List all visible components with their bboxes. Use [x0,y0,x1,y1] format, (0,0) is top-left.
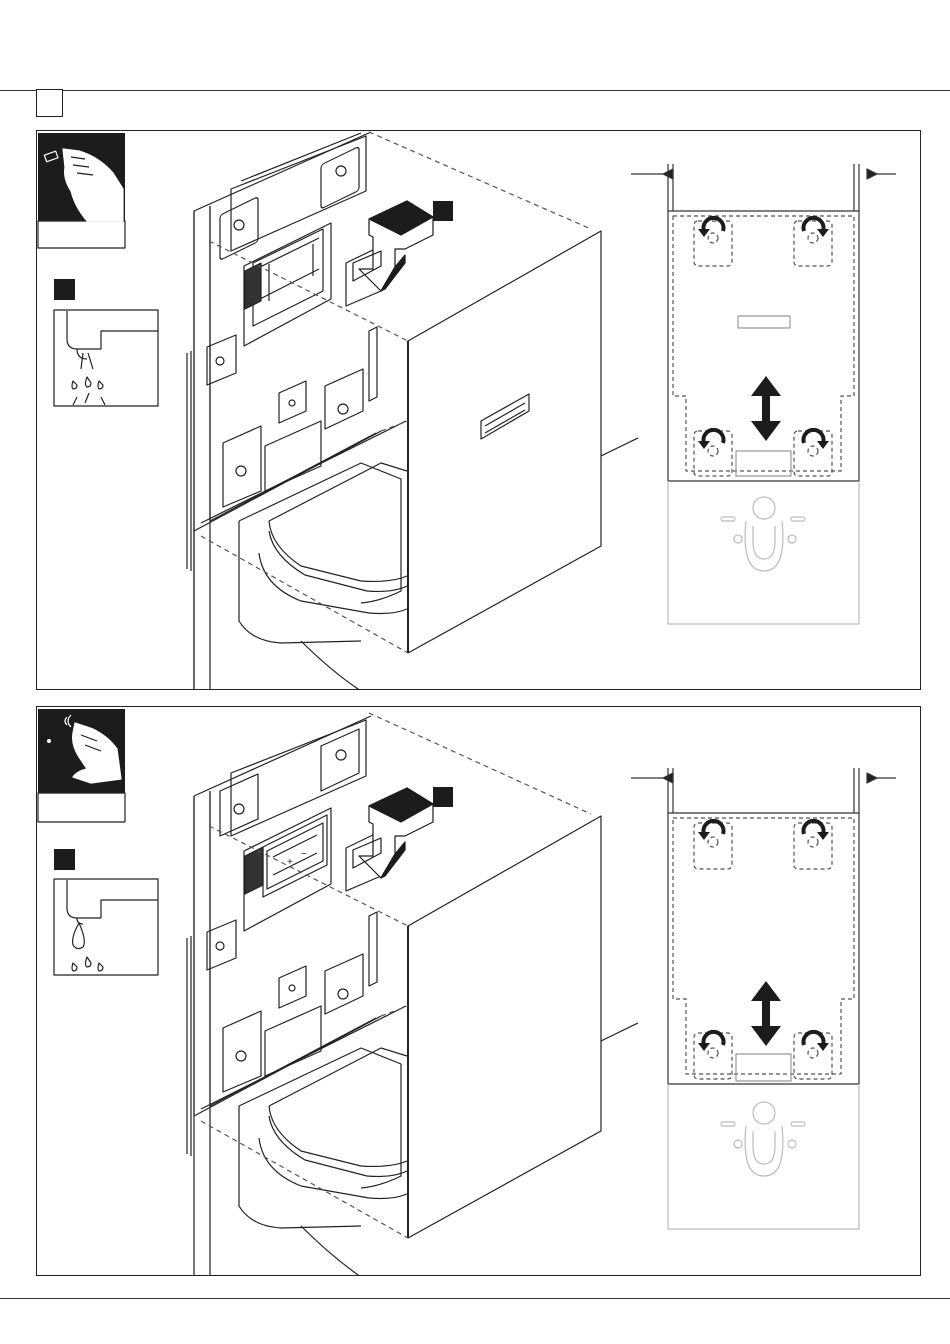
double-arrow-icon [751,981,781,1046]
step-number-box [36,89,63,117]
installation-illustration-2: + − [37,707,921,1276]
illustration-panel-2: + − [36,706,921,1276]
water-drops-icon [54,310,158,406]
illustration-panel-1 [36,130,921,690]
hand-wave-sensor-icon [38,709,125,822]
step-badge-b [433,787,453,807]
step-badge-a [54,279,75,300]
top-rule [0,90,950,91]
down-arrow-icon [353,201,433,291]
wall-frame-diagram [631,164,896,624]
wall-frame-diagram [631,768,896,1229]
down-arrow-icon [353,788,433,878]
water-drops-icon [54,879,158,975]
installation-illustration-1 [37,131,921,690]
svg-text:−: − [301,849,307,860]
step-badge-b [433,201,453,221]
bottom-rule [0,1298,950,1299]
step-badge-a [54,849,75,870]
hand-press-icon [38,133,125,248]
double-arrow-icon [751,376,781,441]
